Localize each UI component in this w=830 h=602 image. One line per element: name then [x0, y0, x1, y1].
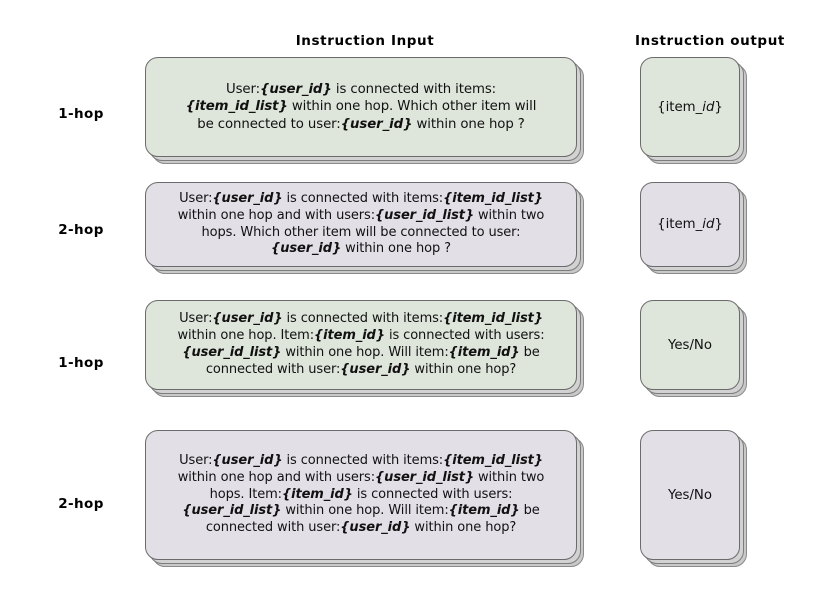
instruction-output-card-1: {item_id}	[640, 57, 747, 164]
instruction-input-card-1: User:{user_id} is connected with items: …	[145, 57, 584, 164]
instruction-output-text-2: {item_id}	[657, 217, 723, 232]
instruction-input-card-2: User:{user_id} is connected with items:{…	[145, 182, 584, 274]
row-label-1: 1-hop	[58, 106, 104, 122]
card-face: User:{user_id} is connected with items:{…	[145, 430, 577, 560]
instruction-input-text-2: User:{user_id} is connected with items:{…	[177, 190, 545, 257]
instruction-input-card-4: User:{user_id} is connected with items:{…	[145, 430, 584, 567]
row-label-4: 2-hop	[58, 496, 104, 512]
instruction-input-card-3: User:{user_id} is connected with items:{…	[145, 300, 584, 397]
instruction-output-card-4: Yes/No	[640, 430, 747, 567]
instruction-input-text-4: User:{user_id} is connected with items:{…	[177, 452, 545, 536]
card-face: User:{user_id} is connected with items: …	[145, 57, 577, 157]
instruction-input-text-1: User:{user_id} is connected with items: …	[185, 82, 537, 132]
instruction-output-text-4: Yes/No	[667, 487, 713, 503]
card-face: {item_id}	[640, 57, 740, 157]
card-face: {item_id}	[640, 182, 740, 267]
card-face: Yes/No	[640, 430, 740, 560]
card-face: User:{user_id} is connected with items:{…	[145, 182, 577, 267]
instruction-output-card-3: Yes/No	[640, 300, 747, 397]
instruction-output-card-2: {item_id}	[640, 182, 747, 274]
instruction-output-text-3: Yes/No	[667, 337, 713, 353]
card-face: Yes/No	[640, 300, 740, 390]
card-face: User:{user_id} is connected with items:{…	[145, 300, 577, 390]
row-label-3: 1-hop	[58, 355, 104, 371]
instruction-input-text-3: User:{user_id} is connected with items:{…	[177, 311, 545, 377]
column-header-instruction-input: Instruction Input	[295, 33, 435, 49]
column-header-instruction-output: Instruction output	[635, 33, 785, 49]
row-label-2: 2-hop	[58, 222, 104, 238]
instruction-output-text-1: {item_id}	[657, 99, 723, 115]
